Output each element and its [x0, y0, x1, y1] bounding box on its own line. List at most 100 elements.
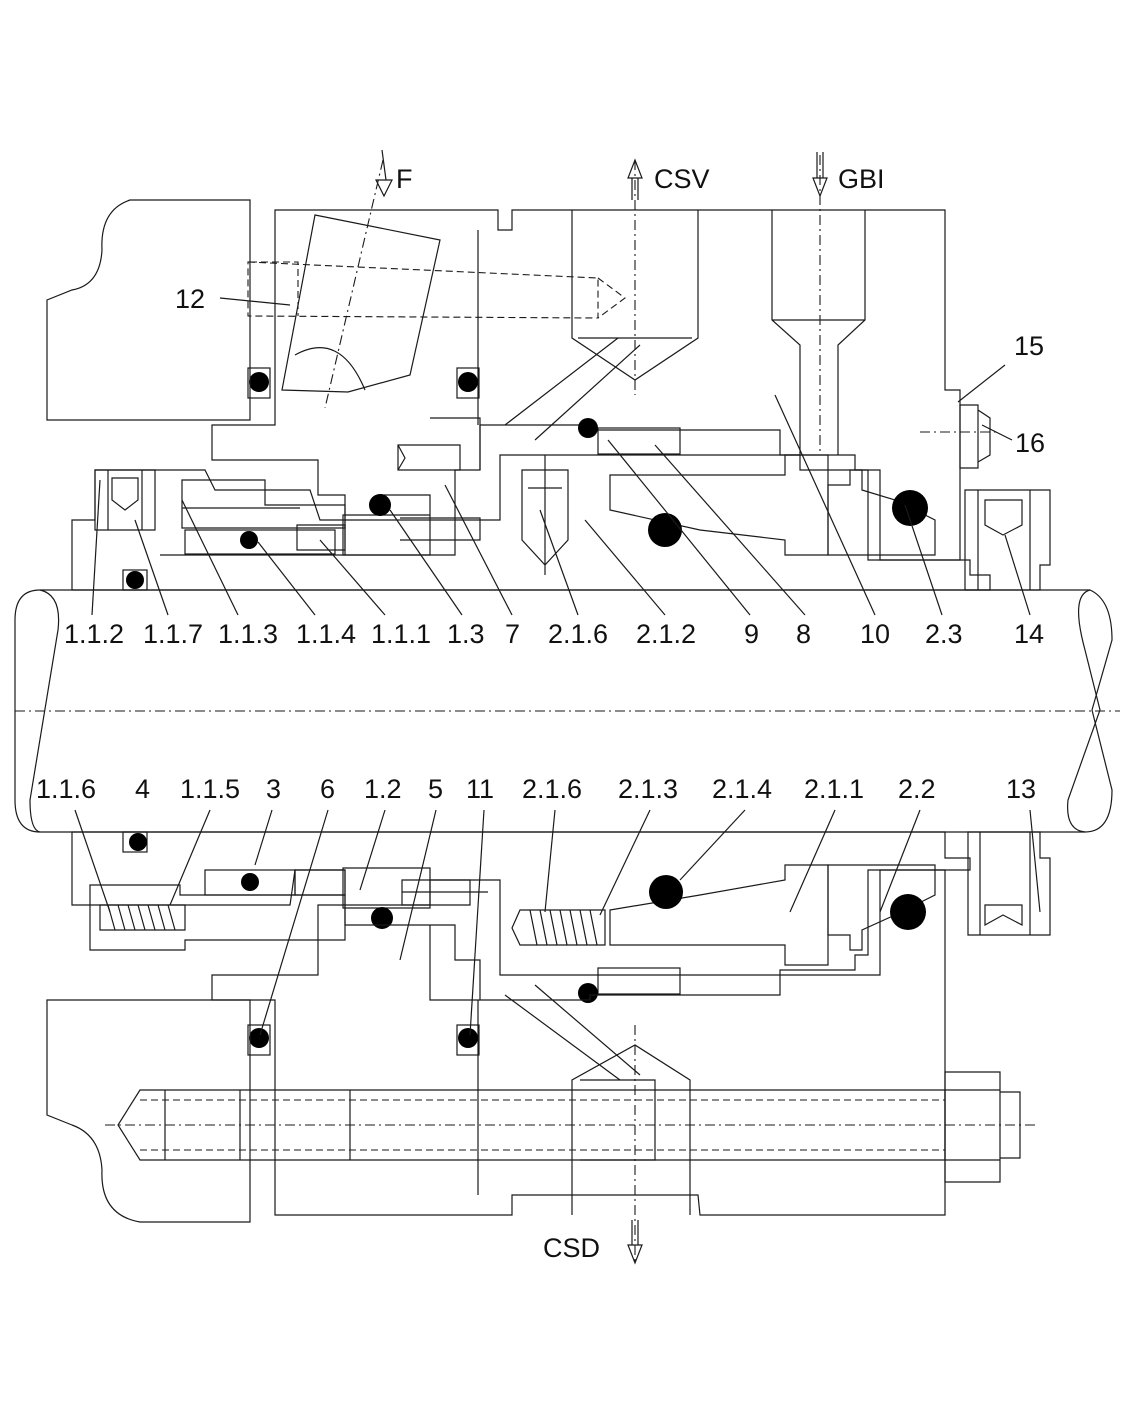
part-label: 10	[860, 619, 890, 649]
leader-1-1-4	[257, 541, 316, 616]
leader-12	[219, 297, 291, 306]
sleeve-gap-upper	[184, 529, 336, 555]
sleeve-oring-3	[241, 873, 259, 891]
cross-hatch-line	[504, 337, 641, 441]
housing-oring-groove-2	[456, 367, 480, 399]
leader-1-1-6	[74, 809, 111, 913]
sleeve-collar-upper	[94, 469, 156, 531]
stud-thread-hidden	[140, 1099, 945, 1151]
housing-lower	[211, 869, 946, 1216]
part-label: 14	[1014, 619, 1044, 649]
part-label: 2.3	[925, 619, 963, 649]
part-label: 13	[1006, 774, 1036, 804]
leader-2-1-4	[679, 809, 746, 881]
gbi-port-bore	[771, 210, 866, 455]
shaft-sleeve-upper	[71, 454, 991, 591]
f-arrow	[375, 149, 393, 198]
part-label: 4	[135, 774, 150, 804]
shaft-end-right	[1067, 589, 1101, 833]
shaft	[14, 589, 1113, 833]
shaft-end-left	[29, 589, 60, 833]
oring-2-2	[890, 894, 926, 930]
port-label-gbi: GBI	[838, 164, 885, 194]
f-port-centerline	[324, 159, 384, 409]
leader-11	[469, 809, 485, 1036]
leader-16	[981, 424, 1013, 441]
leader-lines	[74, 297, 1041, 1036]
part-label: 1.1.7	[143, 619, 203, 649]
part-label: 6	[320, 774, 335, 804]
dowel-pin-lower	[401, 879, 488, 906]
part-label: 1.1.3	[218, 619, 278, 649]
bolt-tip-upper	[597, 277, 626, 319]
sleeve-oring-4-upper	[126, 571, 144, 589]
housing-oring-groove-1	[247, 367, 271, 399]
leader-2-1-6-upper	[539, 509, 579, 616]
part-label: 2.1.3	[618, 774, 678, 804]
side-label-16: 16	[1015, 428, 1045, 458]
port-label-csv: CSV	[654, 164, 710, 194]
leader-1-1-5	[169, 809, 211, 906]
housing-oring-groove-3	[247, 1024, 271, 1056]
leader-1-3	[389, 509, 463, 616]
pump-casing-lower	[46, 999, 251, 1223]
part-label: 1.1.4	[296, 619, 356, 649]
f-port-curve	[294, 347, 366, 391]
leader-7	[444, 484, 513, 616]
housing-upper	[211, 209, 961, 561]
leader-8	[654, 444, 806, 616]
stationary-seat-1-3	[342, 494, 431, 556]
leader-2-1-1	[789, 809, 836, 913]
port-label-f: F	[396, 164, 413, 194]
part-label: 7	[505, 619, 520, 649]
leader-3	[254, 809, 273, 866]
leader-13	[1029, 809, 1041, 913]
leader-1-1-3	[181, 499, 239, 616]
oring-gland-upper	[578, 418, 598, 438]
part-label: 1.2	[364, 774, 402, 804]
gland-housing-upper	[211, 209, 961, 561]
part-label: 5	[428, 774, 443, 804]
stationary-seat-2-2-upper	[827, 469, 936, 556]
part-label: 3	[266, 774, 281, 804]
leader-5	[399, 809, 437, 961]
leader-1-1-2	[91, 479, 101, 616]
stationary-seat-1-2	[342, 867, 431, 909]
part-label: 1.1.6	[36, 774, 96, 804]
gland-housing-lower	[211, 869, 946, 1216]
dowel-pin-upper	[397, 444, 461, 471]
csd-port-bore	[571, 1044, 691, 1215]
leader-1-1-7	[134, 519, 169, 616]
leader-15	[957, 364, 1006, 403]
part-label: 1.1.5	[180, 774, 240, 804]
part-label: 8	[796, 619, 811, 649]
f-port-angled	[281, 214, 441, 393]
part-label: 2.1.2	[636, 619, 696, 649]
cross-hatch-line-lower	[504, 984, 641, 1081]
oring-2-1-4	[649, 875, 683, 909]
sleeve-set-screw	[107, 470, 143, 530]
part-label: 1.1.1	[371, 619, 431, 649]
part-label: 1.1.2	[64, 619, 124, 649]
oring-2-3	[892, 490, 928, 526]
leader-2-1-2	[584, 519, 666, 616]
sleeve-carrier-upper	[181, 479, 346, 529]
part-label: 11	[466, 774, 494, 804]
oring-5	[371, 907, 393, 929]
port-label-csd: CSD	[543, 1233, 600, 1263]
leader-2-2	[879, 809, 921, 913]
bolt-16	[959, 404, 991, 469]
gland-ring-lower	[597, 967, 681, 995]
sleeve-inner-line	[160, 507, 345, 556]
shaft-sleeve-lower	[71, 831, 971, 976]
oring-9	[648, 513, 682, 547]
sleeve-oring-1-1-4	[240, 531, 258, 549]
gland-ring-8	[597, 427, 681, 455]
spring-1-1-6	[99, 904, 186, 931]
set-screw-2-1-6-upper	[521, 455, 569, 575]
csd-port-inner	[580, 1079, 656, 1161]
pump-casing-upper	[46, 199, 251, 421]
sleeve-body-lower	[89, 884, 346, 951]
collar-screw-13	[979, 832, 1031, 935]
